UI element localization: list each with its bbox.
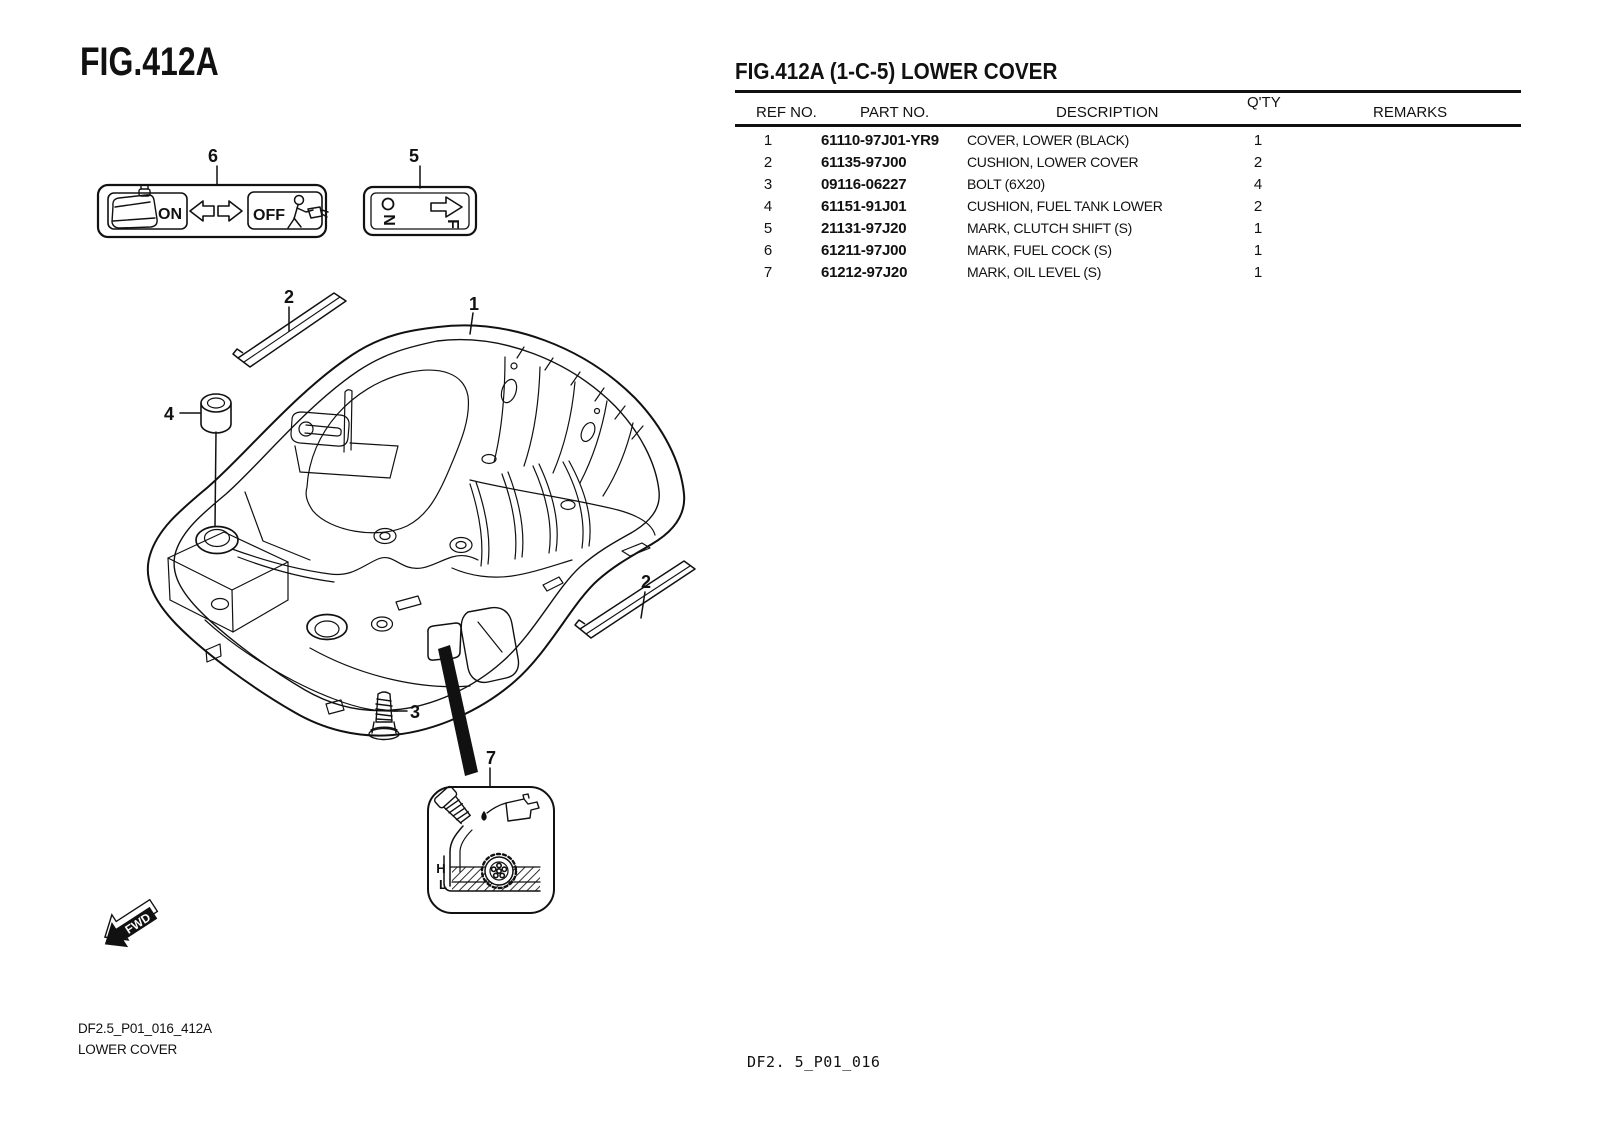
cell-qty: 2 [1253,154,1263,171]
cell-part: 61211-97J00 [821,242,907,259]
bolt [368,691,400,741]
shift-arrow-icon [430,196,463,218]
table-body: 1 61110-97J01-YR9 COVER, LOWER (BLACK) 1… [735,130,1521,284]
col-header-part: PART NO. [860,104,930,121]
left-arrow-icon [189,200,215,222]
cell-qty: 1 [1253,264,1263,281]
col-header-qty: Q'TY [1247,94,1281,111]
fwd-arrow: FWD [104,898,159,948]
clutch-shift-mark-label: N F [362,185,478,237]
callout-2: 2 [284,287,294,307]
cell-part: 61135-97J00 [821,154,907,171]
cushion-cylinder [200,393,232,434]
cell-qty: 1 [1253,132,1263,149]
cell-part: 61151-91J01 [821,198,907,215]
leader-lines [179,165,646,787]
cushion-strip-right [574,560,696,639]
table-row: 3 09116-06227 BOLT (6X20) 4 [735,174,1521,196]
cell-part: 21131-97J20 [821,220,907,237]
oil-high-text: H [436,861,445,876]
table-row: 2 61135-97J00 CUSHION, LOWER COVER 2 [735,152,1521,174]
cell-ref: 5 [763,220,773,237]
callout-7: 7 [486,748,496,768]
col-header-ref: REF NO. [756,104,817,121]
fuel-cock-off-text: OFF [253,207,285,224]
page-title: FIG.412A [80,40,219,84]
footer-left: DF2.5_P01_016_412A LOWER COVER [78,1018,212,1060]
table-row: 1 61110-97J01-YR9 COVER, LOWER (BLACK) 1 [735,130,1521,152]
fuel-cock-on-text: ON [158,206,182,223]
footer-fig-name: LOWER COVER [78,1042,178,1057]
callout-6: 6 [208,146,218,166]
callout-1: 1 [469,294,479,314]
table-row: 7 61212-97J20 MARK, OIL LEVEL (S) 1 [735,262,1521,284]
cell-ref: 1 [763,132,773,149]
cell-desc: CUSHION, FUEL TANK LOWER [967,198,1163,214]
cell-qty: 4 [1253,176,1263,193]
oil-plug-icon [433,785,471,825]
callout-3: 3 [410,702,420,722]
table-row: 5 21131-97J20 MARK, CLUTCH SHIFT (S) 1 [735,218,1521,240]
cell-desc: MARK, OIL LEVEL (S) [967,264,1102,280]
cell-part: 61110-97J01-YR9 [821,132,939,149]
callout-5: 5 [409,146,419,166]
lower-cover-drawing [146,324,686,737]
parts-table: FIG.412A (1-C-5) LOWER COVER REF NO. PAR… [735,58,1521,284]
cell-ref: 6 [763,242,773,259]
carrying-person-icon [287,194,329,229]
cell-ref: 7 [763,264,773,281]
cell-desc: MARK, FUEL COCK (S) [967,242,1112,258]
cell-qty: 2 [1253,198,1263,215]
right-arrow-icon [217,200,243,222]
clutch-f-text: F [444,219,461,229]
col-header-desc: DESCRIPTION [1056,104,1159,121]
cell-ref: 4 [763,198,773,215]
fuel-tank-icon [111,184,158,229]
footer-center-code: DF2. 5_P01_016 [747,1053,881,1071]
cushion-strip-top [232,292,347,368]
cell-desc: CUSHION, LOWER COVER [967,154,1139,170]
cell-ref: 2 [763,154,773,171]
fuel-cock-mark-label: ON OFF [96,183,329,239]
oil-low-text: L [439,877,447,892]
cell-qty: 1 [1253,242,1263,259]
detail-pointer-wedge [438,645,478,776]
cell-qty: 1 [1253,220,1263,237]
cell-part: 61212-97J20 [821,264,908,281]
footer-file-code: DF2.5_P01_016_412A [78,1021,212,1036]
table-title-rule [735,90,1521,93]
clutch-n-text: N [380,214,397,226]
table-header-row: REF NO. PART NO. DESCRIPTION Q'TY REMARK… [735,93,1521,127]
gear-icon [480,852,518,890]
table-row: 6 61211-97J00 MARK, FUEL COCK (S) 1 [735,240,1521,262]
cell-desc: COVER, LOWER (BLACK) [967,132,1130,148]
cell-desc: BOLT (6X20) [967,176,1045,192]
cell-desc: MARK, CLUTCH SHIFT (S) [967,220,1133,236]
callout-numbers: 6 5 2 1 4 2 3 7 [164,146,651,768]
exploded-view-diagram: ON OFF N F [60,130,740,965]
cell-ref: 3 [763,176,773,193]
table-title: FIG.412A (1-C-5) LOWER COVER [735,58,1058,84]
col-header-remarks: REMARKS [1373,104,1448,121]
table-row: 4 61151-91J01 CUSHION, FUEL TANK LOWER 2 [735,196,1521,218]
cell-part: 09116-06227 [821,176,907,193]
oil-level-detail: H L [427,785,555,914]
callout-2b: 2 [641,572,651,592]
callout-4: 4 [164,404,174,424]
oil-can-icon [481,793,540,822]
